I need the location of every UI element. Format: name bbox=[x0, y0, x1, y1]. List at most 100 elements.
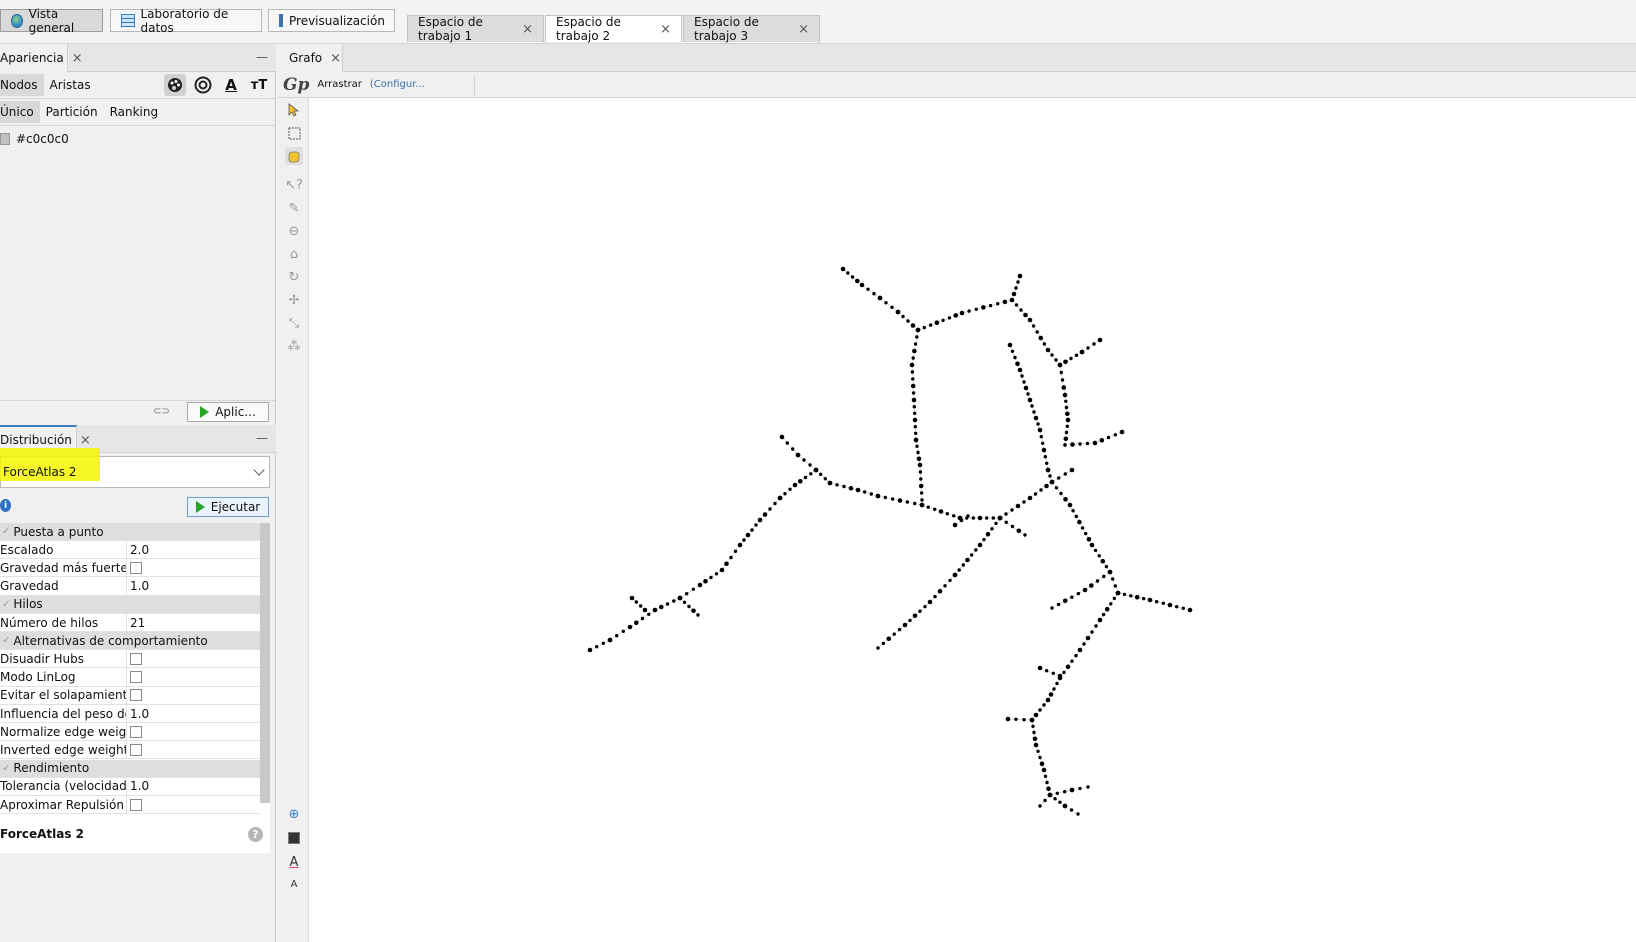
graph-node[interactable] bbox=[1050, 606, 1054, 610]
graph-node[interactable] bbox=[875, 493, 881, 499]
graph-node[interactable] bbox=[1058, 800, 1062, 804]
graph-node[interactable] bbox=[985, 531, 991, 537]
graph-node[interactable] bbox=[1109, 602, 1113, 606]
graph-node[interactable] bbox=[1147, 597, 1153, 603]
property-checkbox[interactable] bbox=[130, 725, 142, 738]
graph-node[interactable] bbox=[1062, 803, 1068, 809]
graph-node[interactable] bbox=[1059, 491, 1063, 496]
graph-node[interactable] bbox=[1027, 397, 1033, 403]
graph-node[interactable] bbox=[1086, 537, 1092, 542]
graph-node[interactable] bbox=[779, 434, 785, 440]
graph-node[interactable] bbox=[915, 444, 919, 448]
graph-node[interactable] bbox=[1092, 342, 1096, 346]
graph-node[interactable] bbox=[1020, 374, 1024, 378]
graph-node[interactable] bbox=[1080, 526, 1085, 530]
graph-node[interactable] bbox=[912, 348, 917, 354]
graph-node[interactable] bbox=[1064, 430, 1069, 435]
graph-node[interactable] bbox=[1038, 708, 1042, 712]
graph-node[interactable] bbox=[677, 595, 683, 601]
graph-node[interactable] bbox=[1095, 579, 1100, 583]
close-icon[interactable]: × bbox=[660, 21, 671, 37]
graph-node[interactable] bbox=[709, 575, 713, 580]
graph-node[interactable] bbox=[1043, 774, 1048, 778]
graph-node[interactable] bbox=[912, 405, 916, 409]
expand-icon[interactable]: ✓ bbox=[2, 762, 11, 774]
tab-workspace-1[interactable]: Espacio de trabajo 1 × bbox=[407, 15, 544, 43]
graph-node[interactable] bbox=[912, 613, 918, 619]
preview-button[interactable]: Previsualización bbox=[268, 9, 395, 32]
graph-node[interactable] bbox=[1023, 312, 1028, 318]
graph-node[interactable] bbox=[938, 509, 944, 514]
pointer-icon[interactable] bbox=[285, 101, 303, 119]
graph-node[interactable] bbox=[913, 437, 919, 443]
graph-node[interactable] bbox=[803, 475, 808, 480]
graph-node[interactable] bbox=[1033, 742, 1039, 748]
palette-icon[interactable] bbox=[164, 74, 186, 96]
tab-nodes[interactable]: Nodos bbox=[0, 74, 44, 96]
graph-node[interactable] bbox=[1045, 467, 1051, 473]
graph-node[interactable] bbox=[1048, 692, 1054, 697]
graph-node[interactable] bbox=[823, 477, 827, 481]
overview-button[interactable]: Vista general bbox=[0, 7, 103, 35]
graph-node[interactable] bbox=[1026, 392, 1030, 396]
graph-node[interactable] bbox=[714, 572, 719, 576]
graph-node[interactable] bbox=[948, 578, 952, 583]
graph-node[interactable] bbox=[906, 319, 910, 323]
graph-node[interactable] bbox=[1104, 606, 1110, 612]
graph-node[interactable] bbox=[621, 629, 625, 633]
graph-node[interactable] bbox=[934, 320, 940, 325]
graph-node[interactable] bbox=[1043, 455, 1047, 459]
graph-node[interactable] bbox=[634, 620, 639, 626]
label-size-icon[interactable]: тT bbox=[250, 77, 268, 93]
graph-node[interactable] bbox=[1167, 602, 1173, 608]
graph-node[interactable] bbox=[1061, 385, 1067, 390]
graph-node[interactable] bbox=[1055, 791, 1059, 795]
graph-node[interactable] bbox=[1015, 361, 1020, 367]
graph-node[interactable] bbox=[1051, 671, 1055, 675]
graph-node[interactable] bbox=[1009, 297, 1015, 303]
graph-node[interactable] bbox=[1045, 697, 1051, 703]
graph-node[interactable] bbox=[742, 538, 746, 542]
tab-workspace-3[interactable]: Espacio de trabajo 3 × bbox=[683, 15, 820, 43]
graph-node[interactable] bbox=[1092, 440, 1098, 446]
graph-node[interactable] bbox=[990, 527, 994, 531]
drag-hand-icon[interactable] bbox=[285, 147, 303, 165]
graph-node[interactable] bbox=[846, 271, 850, 275]
graph-node[interactable] bbox=[1055, 681, 1059, 686]
graph-node[interactable] bbox=[1078, 786, 1082, 791]
graph-node[interactable] bbox=[697, 582, 703, 588]
graph-node[interactable] bbox=[1102, 574, 1106, 579]
graph-node[interactable] bbox=[607, 637, 613, 643]
graph-node[interactable] bbox=[941, 318, 945, 322]
graph-node[interactable] bbox=[1084, 531, 1088, 536]
graph-node[interactable] bbox=[918, 609, 922, 613]
graph-node[interactable] bbox=[901, 314, 905, 319]
graph-node[interactable] bbox=[859, 282, 865, 288]
graph-node[interactable] bbox=[1064, 405, 1069, 410]
graph-node[interactable] bbox=[959, 310, 965, 316]
graph-node[interactable] bbox=[750, 528, 754, 532]
graph-node[interactable] bbox=[1033, 712, 1039, 718]
graph-node[interactable] bbox=[1016, 280, 1020, 284]
graph-node[interactable] bbox=[1085, 635, 1091, 641]
tab-unique[interactable]: Único bbox=[0, 101, 40, 123]
graph-node[interactable] bbox=[1129, 594, 1133, 598]
property-group[interactable]: ✓Alternativas de comportamiento bbox=[0, 632, 260, 651]
graph-node[interactable] bbox=[915, 327, 921, 333]
graph-node[interactable] bbox=[1022, 500, 1026, 504]
graph-node[interactable] bbox=[1089, 542, 1095, 548]
graph-node[interactable] bbox=[1041, 767, 1047, 773]
graph-node[interactable] bbox=[1093, 548, 1098, 553]
graph-node[interactable] bbox=[1015, 503, 1021, 509]
graph-node[interactable] bbox=[1113, 584, 1117, 588]
graph-canvas[interactable] bbox=[309, 98, 1636, 942]
property-value-field[interactable]: 2.0 bbox=[130, 542, 150, 557]
graph-node[interactable] bbox=[971, 516, 975, 520]
graph-node[interactable] bbox=[947, 316, 952, 320]
graph-node[interactable] bbox=[1097, 554, 1101, 558]
graph-node[interactable] bbox=[957, 568, 961, 572]
graph-node[interactable] bbox=[615, 634, 619, 638]
graph-node[interactable] bbox=[1031, 324, 1036, 328]
graph-node[interactable] bbox=[1039, 488, 1043, 492]
graph-node[interactable] bbox=[1076, 812, 1080, 816]
